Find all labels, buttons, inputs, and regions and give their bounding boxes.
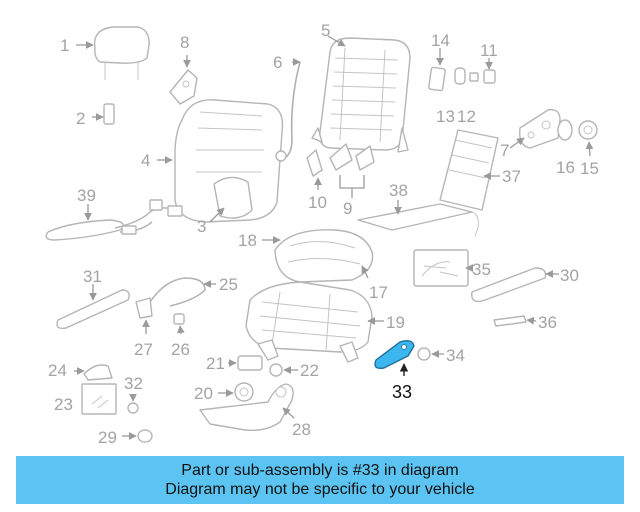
banner-line-disclaimer: Diagram may not be specific to your vehi…	[165, 481, 475, 498]
callout-37: 37	[502, 167, 521, 186]
callout-20: 20	[194, 384, 213, 403]
callout-24: 24	[48, 361, 67, 380]
callout-32: 32	[124, 374, 143, 393]
callout-18: 18	[238, 231, 257, 250]
part-11-switch: 11	[480, 41, 498, 84]
part-28-cover: 28	[199, 383, 311, 439]
callout-9: 9	[343, 199, 352, 218]
callout-5: 5	[321, 21, 330, 40]
part-33-highlighted[interactable]: 33	[374, 339, 415, 402]
callout-3: 3	[197, 217, 206, 236]
part-21-motor: 21	[206, 354, 263, 373]
banner-line-part: Part or sub-assembly is #33 in diagram	[181, 462, 459, 479]
callout-6: 6	[273, 53, 282, 72]
part-19-seat-frame: 19	[245, 281, 405, 363]
callout-22: 22	[300, 361, 319, 380]
callout-38: 38	[389, 181, 408, 200]
part-38-board: 38	[357, 181, 479, 237]
part-12-spacer: 12	[457, 72, 479, 126]
part-10-strip: 10	[306, 149, 327, 212]
part-5-seatback-frame: 5	[311, 21, 411, 153]
part-18-cushion-cover: 18	[238, 229, 374, 283]
callout-36: 36	[538, 313, 557, 332]
callout-1: 1	[60, 36, 69, 55]
part-25-cable: 25	[149, 275, 238, 307]
part-29-cap: 29	[98, 428, 153, 447]
callout-7: 7	[500, 141, 509, 160]
callout-8: 8	[180, 33, 189, 52]
callout-29: 29	[98, 428, 117, 447]
part-22-bushing: 22	[269, 361, 319, 380]
callout-21: 21	[206, 354, 225, 373]
part-16-washer: 16	[556, 119, 575, 177]
part-15-knob: 15	[578, 120, 599, 178]
part-26-clip: 26	[171, 313, 190, 359]
part-9-brackets: 9	[329, 143, 375, 218]
parts-diagram: 1 2 8 4 3 6 5	[45, 21, 599, 447]
callout-15: 15	[580, 159, 599, 178]
part-23-kit: 23	[54, 383, 117, 415]
callout-31: 31	[83, 267, 102, 286]
callout-11: 11	[480, 41, 498, 60]
callout-33: 33	[392, 382, 412, 402]
part-8-bracket: 8	[169, 33, 198, 105]
part-37-back-panel: 37	[439, 129, 521, 211]
callout-12: 12	[457, 107, 476, 126]
part-34-knob: 34	[417, 346, 465, 365]
part-31-trim: 31	[56, 267, 130, 330]
part-13-knob: 13	[436, 67, 466, 126]
callout-28: 28	[292, 420, 311, 439]
part-39-harness: 39	[45, 186, 183, 241]
callout-25: 25	[219, 275, 238, 294]
info-banner: Part or sub-assembly is #33 in diagram D…	[16, 456, 624, 504]
part-32-cap: 32	[124, 374, 143, 414]
callout-4: 4	[141, 151, 150, 170]
part-2-guide: 2	[76, 103, 115, 128]
callout-13: 13	[436, 107, 455, 126]
part-7-recliner-cover: 7	[500, 109, 561, 160]
callout-26: 26	[171, 340, 190, 359]
callout-2: 2	[76, 109, 85, 128]
part-1-headrest: 1	[60, 26, 150, 80]
callout-34: 34	[446, 346, 465, 365]
callout-39: 39	[77, 186, 96, 205]
part-27-bracket: 27	[134, 297, 153, 359]
part-24-handle: 24	[48, 361, 113, 381]
callout-14: 14	[431, 31, 450, 50]
part-14-clip: 14	[428, 31, 450, 92]
callout-23: 23	[54, 395, 73, 414]
callout-10: 10	[308, 193, 327, 212]
part-35-module: 35	[413, 249, 491, 287]
part-6-cable: 6	[273, 53, 301, 162]
callout-17: 17	[369, 283, 388, 302]
callout-27: 27	[134, 340, 153, 359]
part-17-cushion: 17	[361, 265, 388, 302]
part-3-lumbar: 3	[197, 176, 253, 236]
part-36-lever: 36	[493, 313, 557, 332]
part-4-seatback-cover: 4	[141, 99, 284, 223]
part-30-rail: 30	[471, 266, 579, 303]
callout-16: 16	[556, 158, 575, 177]
callout-30: 30	[560, 266, 579, 285]
part-20-gear: 20	[194, 382, 254, 403]
callout-35: 35	[472, 260, 491, 279]
callout-19: 19	[386, 313, 405, 332]
